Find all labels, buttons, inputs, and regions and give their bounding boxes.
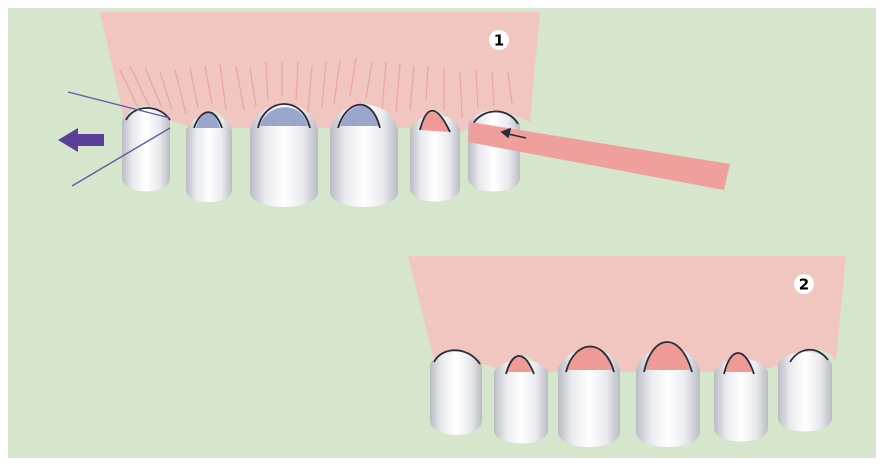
tooth-1-6 [468, 111, 520, 192]
tooth-2-1 [430, 352, 482, 435]
panel-number-1-label: 1 [494, 32, 504, 50]
tooth-1-2 [186, 115, 232, 202]
tooth-2-2 [494, 360, 548, 444]
tooth-2-6 [778, 352, 832, 432]
panel-number-1: 1 [489, 30, 509, 50]
panel-number-2: 2 [794, 274, 814, 294]
gingiva-2 [408, 256, 846, 372]
tooth-1-1 [122, 108, 170, 192]
panel-number-2-label: 2 [799, 276, 809, 294]
